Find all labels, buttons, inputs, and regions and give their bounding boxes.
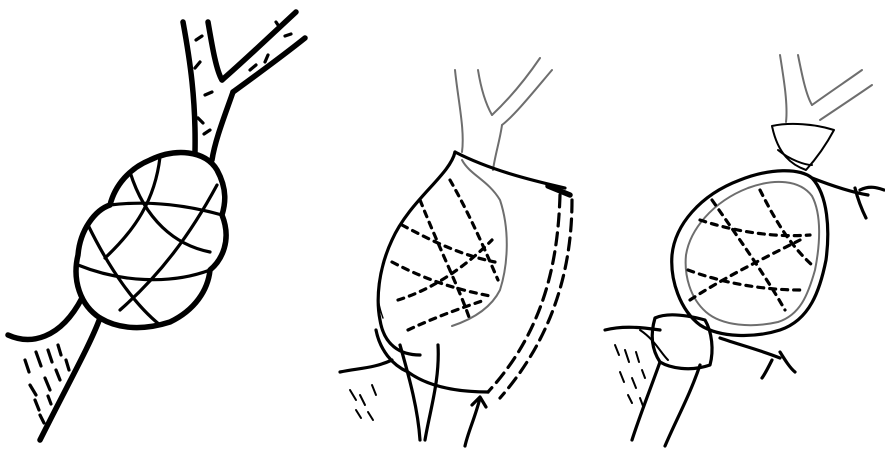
panel-3-ligatures <box>720 178 884 378</box>
panel-3-mesh <box>688 190 812 310</box>
panel-2-sac-outline <box>378 152 507 355</box>
panel-1-lower-trunk <box>8 298 100 440</box>
panel-1-wrapped-sac <box>76 153 226 328</box>
panel-2-mesh <box>392 180 498 330</box>
panel-1-upper-branch <box>183 12 305 160</box>
panel-3-upper-cuff <box>772 124 834 170</box>
panel-2-lower-vessel <box>340 345 486 446</box>
panel-2-upper-branch <box>455 58 552 170</box>
panel-3-cuffed-vessel <box>605 55 884 446</box>
panel-3-upper-branch <box>780 55 872 122</box>
panel-1-wrapped-vessel <box>8 12 305 440</box>
panel-2-clamped-vessel <box>340 58 572 446</box>
panel-3-lower-cuff <box>640 315 712 369</box>
